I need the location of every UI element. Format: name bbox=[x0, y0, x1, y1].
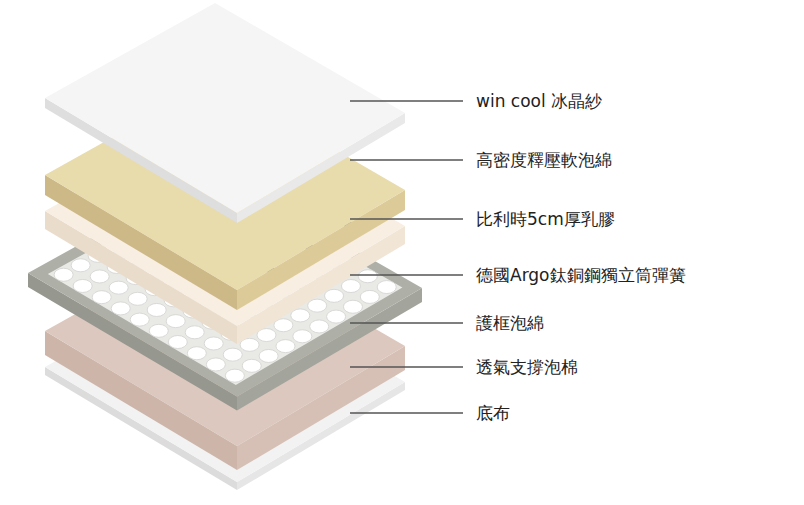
pocket-spring bbox=[166, 315, 185, 328]
layer-stack bbox=[28, 3, 422, 490]
pocket-spring bbox=[327, 310, 346, 323]
pocket-spring bbox=[90, 270, 109, 283]
pocket-spring bbox=[54, 268, 73, 281]
leader-line bbox=[350, 218, 463, 219]
pocket-spring bbox=[360, 290, 379, 303]
pocket-spring bbox=[308, 299, 327, 312]
pocket-spring bbox=[149, 324, 168, 337]
pocket-spring bbox=[187, 347, 206, 360]
pocket-spring bbox=[310, 320, 329, 333]
layer-top bbox=[45, 3, 405, 213]
pocket-spring bbox=[206, 358, 225, 371]
frame-label: 護框泡綿 bbox=[476, 312, 544, 334]
pocket-spring bbox=[276, 340, 295, 353]
pocket-spring bbox=[341, 280, 360, 293]
pocket-spring bbox=[130, 313, 149, 326]
pocket-spring bbox=[291, 309, 310, 322]
fabric-label: win cool 冰晶紗 bbox=[476, 90, 602, 112]
pocket-spring bbox=[257, 329, 276, 342]
leader-line bbox=[350, 366, 463, 367]
leader-lines bbox=[350, 101, 463, 413]
pocket-spring bbox=[185, 326, 204, 339]
latex-label: 比利時5cm厚乳膠 bbox=[476, 208, 615, 230]
pocket-spring bbox=[168, 336, 187, 349]
leader-line bbox=[350, 274, 463, 275]
pocket-spring bbox=[223, 348, 242, 361]
foam-label: 高密度釋壓軟泡綿 bbox=[476, 149, 612, 171]
pocket-spring bbox=[111, 302, 130, 315]
pocket-spring bbox=[293, 330, 312, 343]
base-label: 底布 bbox=[476, 402, 510, 424]
pocket-spring bbox=[71, 259, 90, 272]
pocket-spring bbox=[225, 369, 244, 382]
pocket-spring bbox=[358, 270, 377, 283]
pocket-spring bbox=[259, 349, 278, 362]
pocket-spring bbox=[242, 359, 261, 372]
spring-label: 德國Argo鈦銅鋼獨立筒彈簧 bbox=[476, 264, 686, 286]
leader-line bbox=[350, 412, 463, 413]
pocket-spring bbox=[377, 281, 396, 294]
support-label: 透氣支撐泡棉 bbox=[476, 356, 578, 378]
pocket-spring bbox=[92, 291, 111, 304]
leader-line bbox=[350, 322, 463, 323]
pocket-spring bbox=[109, 281, 128, 294]
pocket-spring bbox=[325, 289, 344, 302]
cool-fabric bbox=[45, 3, 405, 223]
pocket-spring bbox=[274, 319, 293, 332]
pocket-spring bbox=[204, 337, 223, 350]
leader-line bbox=[350, 100, 463, 101]
leader-line bbox=[350, 159, 463, 160]
pocket-spring bbox=[343, 300, 362, 313]
pocket-spring bbox=[147, 303, 166, 316]
pocket-spring bbox=[73, 279, 92, 292]
pocket-spring bbox=[128, 292, 147, 305]
